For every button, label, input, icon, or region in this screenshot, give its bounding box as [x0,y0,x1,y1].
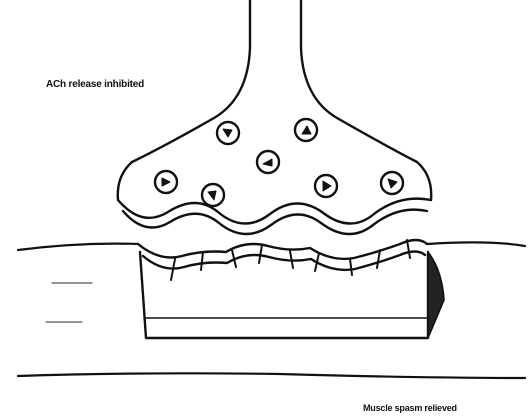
vesicle [257,151,279,173]
presynaptic-membrane-inner [123,210,427,234]
vesicle [315,175,337,197]
muscle-spasm-label: Muscle spasm relieved [363,403,457,413]
postsynaptic-membrane-outer [138,240,427,259]
vesicle [202,184,224,206]
vesicle [381,172,403,194]
vesicle [155,171,177,193]
vesicle [217,122,239,144]
muscle-lower-outline [18,373,525,378]
ach-release-label: ACh release inhibited [46,79,144,90]
muscle-block-outline [140,252,428,338]
muscle-block-shaded-end [428,252,444,338]
vesicle [295,119,317,141]
presynaptic-membrane-outer [118,199,431,224]
muscle-faint-lines [46,283,92,322]
